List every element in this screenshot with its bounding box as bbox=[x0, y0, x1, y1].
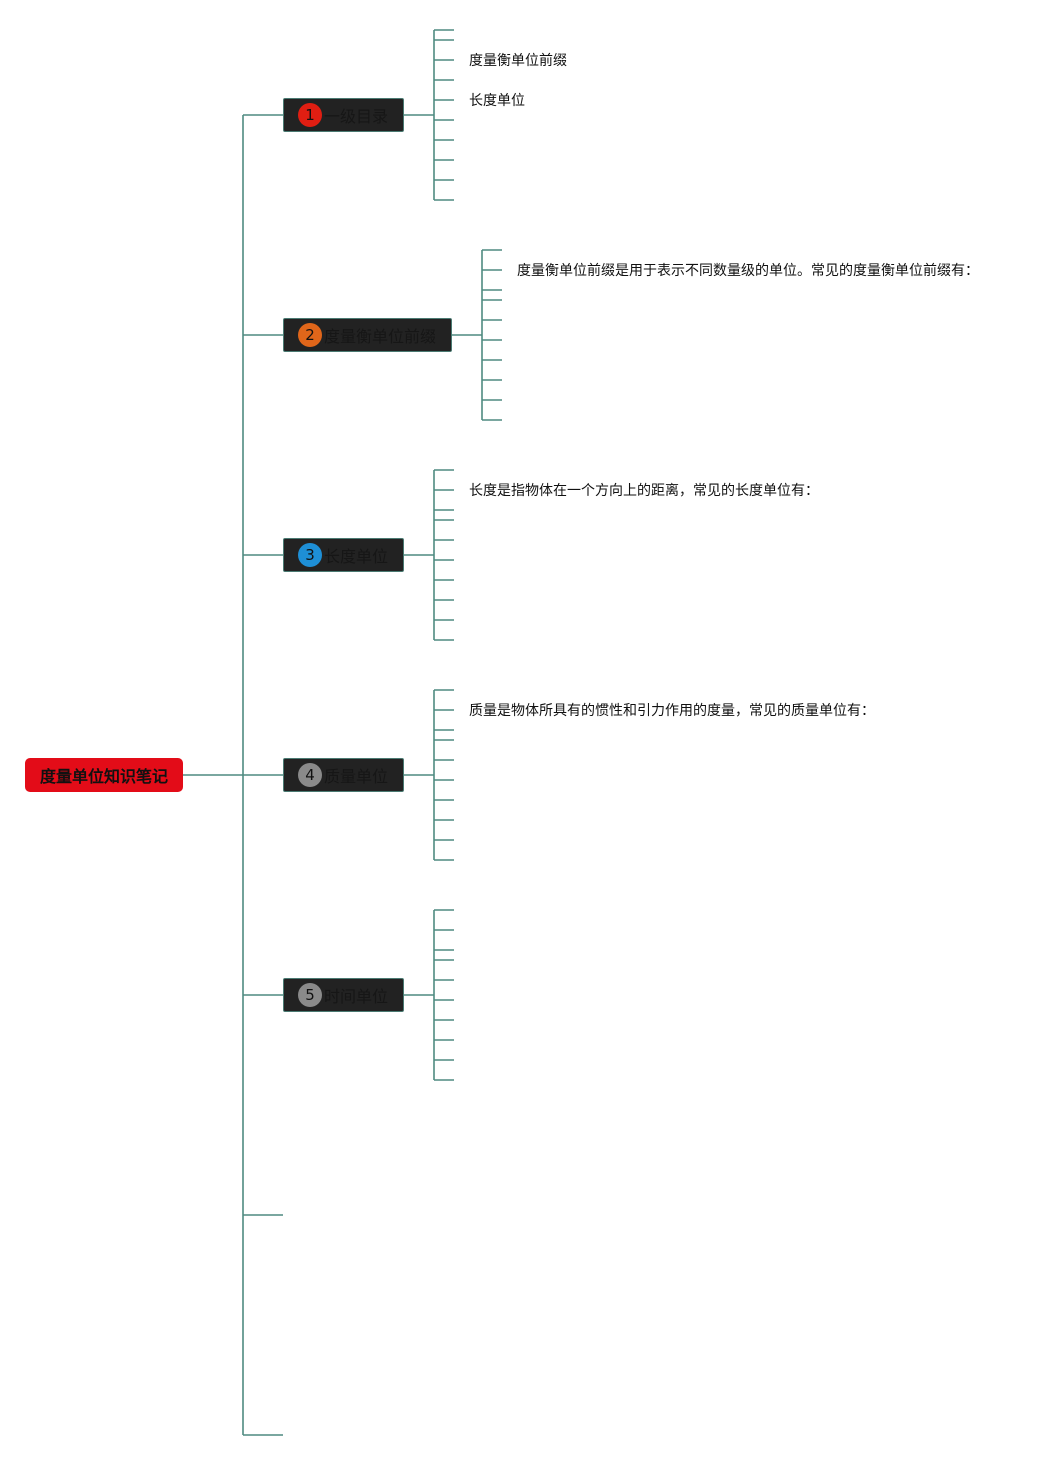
topic-node-1[interactable]: 1 一级目录 bbox=[283, 98, 404, 132]
number-badge-icon: 3 bbox=[298, 543, 322, 567]
badge-number: 2 bbox=[305, 326, 315, 344]
number-badge-icon: 5 bbox=[298, 983, 322, 1007]
root-label: 度量单位知识笔记 bbox=[39, 767, 168, 786]
topic-label: 长度单位 bbox=[324, 547, 389, 566]
badge-number: 3 bbox=[305, 546, 315, 564]
root-node[interactable]: 度量单位知识笔记 bbox=[25, 758, 183, 792]
leaf-text[interactable]: 长度单位 bbox=[469, 93, 525, 109]
leaf-text[interactable]: 质量是物体所具有的惯性和引力作用的度量，常见的质量单位有： bbox=[469, 703, 875, 719]
topic-node-2[interactable]: 2 度量衡单位前缀 bbox=[283, 318, 452, 352]
badge-number: 4 bbox=[305, 766, 315, 784]
number-badge-icon: 2 bbox=[298, 323, 322, 347]
number-badge-icon: 1 bbox=[298, 103, 322, 127]
topic-node-4[interactable]: 4 质量单位 bbox=[283, 758, 404, 792]
leaf-text[interactable]: 长度是指物体在一个方向上的距离，常见的长度单位有： bbox=[469, 483, 819, 499]
number-badge-icon: 4 bbox=[298, 763, 322, 787]
topic-node-5[interactable]: 5 时间单位 bbox=[283, 978, 404, 1012]
topic-node-3[interactable]: 3 长度单位 bbox=[283, 538, 404, 572]
leaf-text[interactable]: 度量衡单位前缀是用于表示不同数量级的单位。常见的度量衡单位前缀有： bbox=[517, 263, 979, 279]
topic-label: 时间单位 bbox=[324, 987, 389, 1006]
topic-label: 质量单位 bbox=[324, 767, 389, 786]
badge-number: 1 bbox=[305, 106, 315, 124]
topic-label: 一级目录 bbox=[324, 107, 389, 126]
badge-number: 5 bbox=[305, 986, 315, 1004]
topic-label: 度量衡单位前缀 bbox=[324, 327, 437, 346]
leaf-text[interactable]: 度量衡单位前缀 bbox=[469, 53, 567, 69]
